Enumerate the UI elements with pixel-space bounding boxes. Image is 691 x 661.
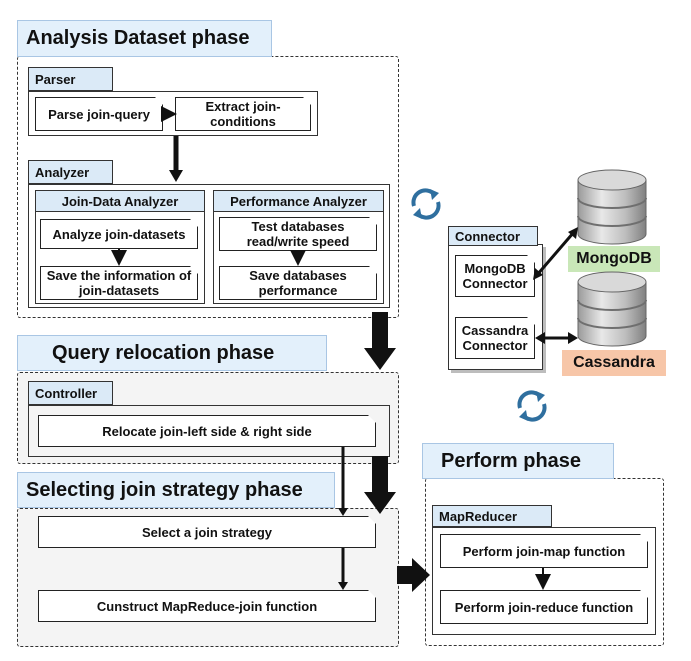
perform-join-reduce-node: Perform join-reduce function — [440, 590, 648, 624]
mongodb-label: MongoDB — [568, 246, 660, 272]
connector-tab: Connector — [448, 226, 538, 246]
big-arrow-relocation-to-selecting — [364, 456, 396, 514]
test-databases-speed-node: Test databases read/write speed — [219, 217, 377, 251]
performance-analyzer-title: Performance Analyzer — [213, 190, 384, 212]
analyzer-tab: Analyzer — [28, 160, 113, 184]
analyze-join-datasets-node: Analyze join-datasets — [40, 219, 198, 249]
big-arrow-analysis-to-relocation — [364, 312, 396, 370]
mongodb-connector-node: MongoDB Connector — [455, 255, 535, 297]
cassandra-label: Cassandra — [562, 350, 666, 376]
relocate-join-sides-node: Relocate join-left side & right side — [38, 415, 376, 447]
query-relocation-phase-title: Query relocation phase — [17, 335, 327, 371]
perform-phase-title: Perform phase — [422, 443, 614, 479]
parser-tab: Parser — [28, 67, 113, 91]
cycle-icon — [517, 390, 547, 422]
selecting-phase-title: Selecting join strategy phase — [17, 472, 335, 508]
analysis-phase-title: Analysis Dataset phase — [17, 20, 272, 57]
join-data-analyzer-title: Join-Data Analyzer — [35, 190, 205, 212]
save-join-datasets-info-node: Save the information of join-datasets — [40, 266, 198, 300]
cycle-icon — [411, 188, 441, 220]
perform-join-map-node: Perform join-map function — [440, 534, 648, 568]
controller-tab: Controller — [28, 381, 113, 405]
construct-mapreduce-join-node: Cunstruct MapReduce-join function — [38, 590, 376, 622]
parse-join-query-node: Parse join-query — [35, 97, 163, 131]
cassandra-connector-node: Cassandra Connector — [455, 317, 535, 359]
mongodb-database-icon — [577, 169, 647, 245]
mapreducer-tab: MapReducer — [432, 505, 552, 527]
cassandra-database-icon — [577, 271, 647, 347]
save-databases-performance-node: Save databases performance — [219, 266, 377, 300]
select-join-strategy-node: Select a join strategy — [38, 516, 376, 548]
extract-join-conditions-node: Extract join-conditions — [175, 97, 311, 131]
